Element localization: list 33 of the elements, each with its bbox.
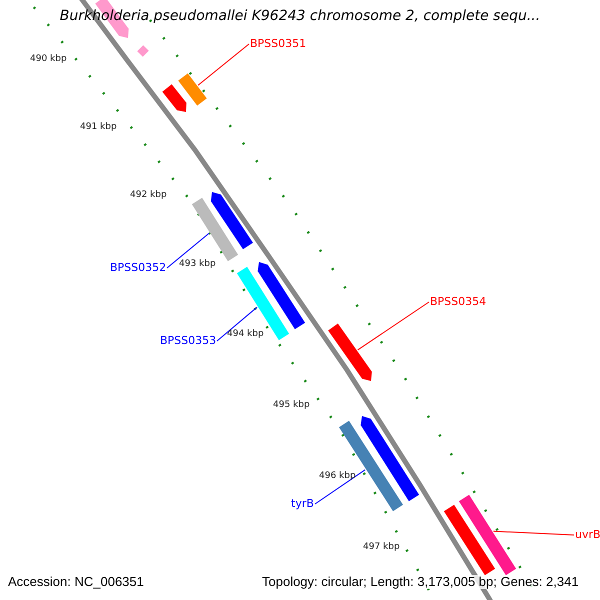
gene-bar xyxy=(458,494,516,576)
gene-label: BPSS0353 xyxy=(160,335,216,348)
leader-line xyxy=(314,469,366,504)
leader-line xyxy=(198,44,250,86)
gene-bar xyxy=(444,504,496,576)
scale-tick-label: 491 kbp xyxy=(80,123,117,133)
scale-tick-label: 490 kbp xyxy=(30,55,67,65)
gene-label: tyrB xyxy=(291,498,314,510)
scale-tick-label: 494 kbp xyxy=(227,330,264,340)
scale-tick-label: 496 kbp xyxy=(319,472,356,482)
scale-tick-label: 492 kbp xyxy=(130,191,167,201)
scale-tick-label: 493 kbp xyxy=(179,260,216,270)
gene-label: BPSS0352 xyxy=(110,262,166,274)
scale-tick-label: 497 kbp xyxy=(363,543,400,553)
leader-line xyxy=(216,306,258,342)
gene-label: uvrB xyxy=(575,529,600,542)
gene-label: BPSS0354 xyxy=(430,296,486,308)
scale-tick-label: 495 kbp xyxy=(273,401,310,411)
gene-bar xyxy=(339,420,403,512)
gene-bar xyxy=(162,84,186,112)
gene-bar xyxy=(328,324,372,381)
map-info-text: Topology: circular; Length: 3,173,005 bp; Genes: 2,341 xyxy=(262,575,579,590)
leader-line xyxy=(166,232,210,268)
map-info-text: Accession: NC_006351 xyxy=(8,575,144,590)
leader-line xyxy=(492,530,574,536)
gene-label: BPSS0351 xyxy=(250,38,306,50)
gene-bar xyxy=(360,416,420,502)
gene-bar xyxy=(178,73,207,106)
map-title: Burkholderia pseudomallei K96243 chromosome 2, complete sequ... xyxy=(58,8,542,26)
leader-line xyxy=(357,302,430,350)
gene-bar xyxy=(258,262,306,330)
gene-bar xyxy=(137,45,149,57)
gene-bar xyxy=(210,192,253,250)
